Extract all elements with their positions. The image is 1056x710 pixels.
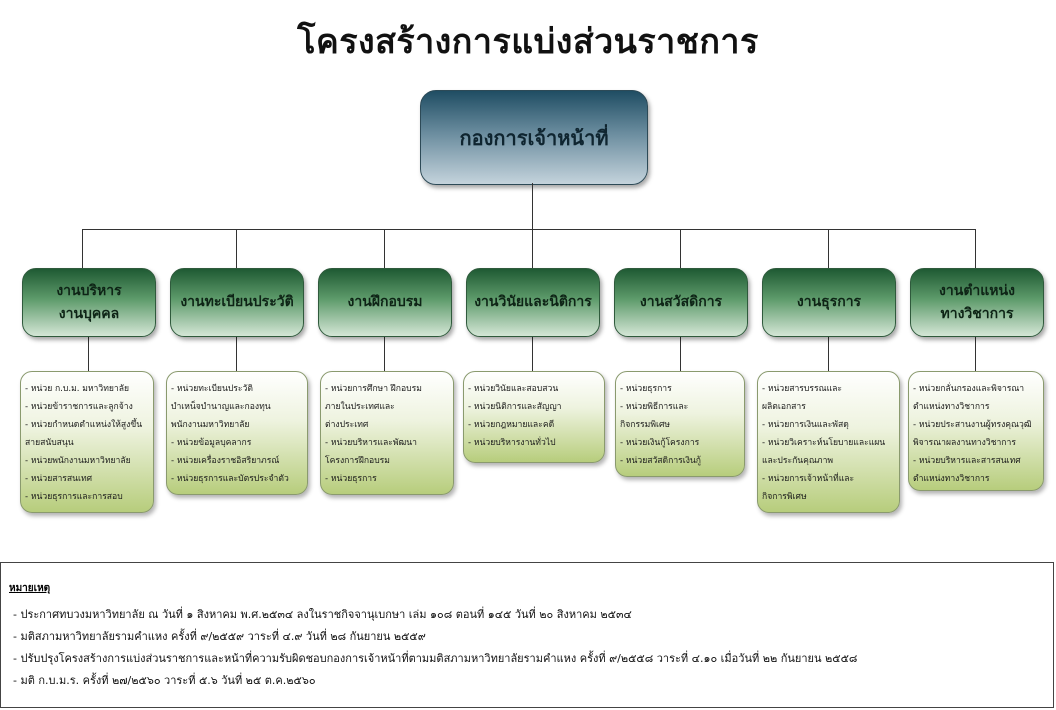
unit-item: - หน่วยเครื่องราชอิสริยาภรณ์ [171, 456, 280, 466]
unit-item: - หน่วยบริหารงานทั่วไป [468, 438, 556, 448]
dept-label: งานฝึกอบรม [347, 294, 423, 310]
note-item: - มติสภามหาวิทยาลัยรามคำแหง ครั้งที่ ๙/๒… [13, 630, 426, 643]
dept-label: งานสวัสดิการ [639, 294, 723, 310]
dept-label: ทางวิชาการ [940, 305, 1014, 322]
connector-root-vertical [532, 183, 533, 229]
connector-unit [384, 335, 385, 371]
unit-item: - หน่วยประสานงานผู้ทรงคุณวุฒิ พิจารณาผลง… [913, 420, 1032, 448]
note-item: - ปรับปรุงโครงสร้างการแบ่งส่วนราชการและห… [13, 652, 858, 665]
units-box-admin: - หน่วย ก.บ.ม. มหาวิทยาลัย - หน่วยข้าราช… [20, 371, 154, 513]
notes-title: หมายเหตุ [9, 583, 51, 594]
unit-item: - หน่วยกฎหมายและคดี [468, 420, 555, 430]
dept-label: งานตำแหน่ง [939, 282, 1015, 299]
dept-node-admin: งานบริหาร งานบุคคล [22, 268, 156, 337]
units-box-academic: - หน่วยกลั่นกรองและพิจารณา ตำแหน่งทางวิช… [908, 371, 1044, 491]
unit-item: - หน่วยวิเคราะห์นโยบายและแผน และประกันคุ… [762, 438, 886, 466]
connector-drop [384, 229, 385, 268]
unit-item: - หน่วยธุรการ [325, 474, 377, 484]
connector-unit [975, 335, 976, 371]
dept-label: งานทะเบียนประวัติ [180, 294, 294, 310]
unit-item: - หน่วยการเงินและพัสดุ [762, 420, 849, 430]
dept-node-academic: งานตำแหน่ง ทางวิชาการ [910, 268, 1044, 337]
root-node: กองการเจ้าหน้าที่ [420, 90, 648, 185]
connector-drop [975, 229, 976, 268]
root-node-label: กองการเจ้าหน้าที่ [459, 125, 609, 150]
dept-node-general: งานธุรการ [762, 268, 896, 337]
dept-label: งานวินัยและนิติการ [474, 294, 592, 310]
unit-item: - หน่วยกลั่นกรองและพิจารณา ตำแหน่งทางวิช… [913, 384, 1025, 412]
connector-unit [236, 335, 237, 371]
note-item: - ประกาศทบวงมหาวิทยาลัย ณ วันที่ ๑ สิงหา… [13, 608, 632, 621]
unit-item: - หน่วยเงินกู้โครงการ [620, 438, 700, 448]
connector-drop [532, 229, 533, 268]
unit-item: - หน่วยข้อมูลบุคลากร [171, 438, 252, 448]
connector-drop [680, 229, 681, 268]
connector-drop [828, 229, 829, 268]
connector-horizontal-bar [82, 229, 976, 230]
connector-unit [88, 335, 89, 371]
unit-item: - หน่วยข้าราชการและลูกจ้าง [25, 402, 133, 412]
connector-unit [828, 335, 829, 371]
unit-item: - หน่วยบริหารและสารสนเทศ ตำแหน่งทางวิชาก… [913, 456, 1021, 484]
unit-item: - หน่วยธุรการ [620, 384, 672, 394]
connector-unit [532, 335, 533, 371]
units-box-registry: - หน่วยทะเบียนประวัติ บำเหน็จบำนาญและกอง… [166, 371, 308, 495]
units-box-discipline: - หน่วยวินัยและสอบสวน - หน่วยนิติการและส… [463, 371, 605, 463]
unit-item: - หน่วยทะเบียนประวัติ บำเหน็จบำนาญและกอง… [171, 384, 271, 430]
unit-item: - หน่วยสวัสดิการเงินกู้ [620, 456, 701, 466]
units-box-training: - หน่วยการศึกษา ฝึกอบรม ภายในประเทศและ ต… [320, 371, 454, 495]
unit-item: - หน่วยสารบรรณและ ผลิตเอกสาร [762, 384, 842, 412]
dept-node-training: งานฝึกอบรม [318, 268, 452, 337]
connector-drop [236, 229, 237, 268]
notes-panel: หมายเหตุ - ประกาศทบวงมหาวิทยาลัย ณ วันที… [0, 562, 1054, 708]
connector-unit [680, 335, 681, 371]
dept-node-discipline: งานวินัยและนิติการ [466, 268, 600, 337]
unit-item: - หน่วยกำหนดตำแหน่งให้สูงขึ้น สายสนับสนุ… [25, 420, 143, 448]
units-box-welfare: - หน่วยธุรการ - หน่วยพิธีการและ กิจกรรมพ… [615, 371, 745, 477]
unit-item: - หน่วยพิธีการและ กิจกรรมพิเศษ [620, 402, 689, 430]
unit-item: - หน่วยนิติการและสัญญา [468, 402, 562, 412]
unit-item: - หน่วยธุรการและการสอบ [25, 492, 123, 502]
chart-title: โครงสร้างการแบ่งส่วนราชการ [297, 22, 759, 62]
dept-node-welfare: งานสวัสดิการ [614, 268, 748, 337]
unit-item: - หน่วยบริหารและพัฒนา โครงการฝึกอบรม [325, 438, 417, 466]
unit-item: - หน่วยการเจ้าหน้าที่และ กิจการพิเศษ [762, 474, 855, 502]
dept-label: งานธุรการ [796, 294, 862, 310]
note-item: - มติ ก.บ.ม.ร. ครั้งที่ ๒๗/๒๕๖๐ วาระที่ … [13, 674, 316, 687]
dept-node-registry: งานทะเบียนประวัติ [170, 268, 304, 337]
unit-item: - หน่วยธุรการและบัตรประจำตัว [171, 474, 289, 484]
unit-item: - หน่วยพนักงานมหาวิทยาลัย [25, 456, 131, 466]
unit-item: - หน่วย ก.บ.ม. มหาวิทยาลัย [25, 384, 130, 394]
unit-item: - หน่วยวินัยและสอบสวน [468, 384, 559, 394]
dept-label: งานบุคคล [58, 305, 120, 322]
unit-item: - หน่วยการศึกษา ฝึกอบรม ภายในประเทศและ ต… [325, 384, 422, 430]
unit-item: - หน่วยสารสนเทศ [25, 474, 93, 484]
connector-drop [82, 229, 83, 268]
units-box-general: - หน่วยสารบรรณและ ผลิตเอกสาร - หน่วยการเ… [757, 371, 900, 513]
dept-label: งานบริหาร [56, 282, 122, 299]
